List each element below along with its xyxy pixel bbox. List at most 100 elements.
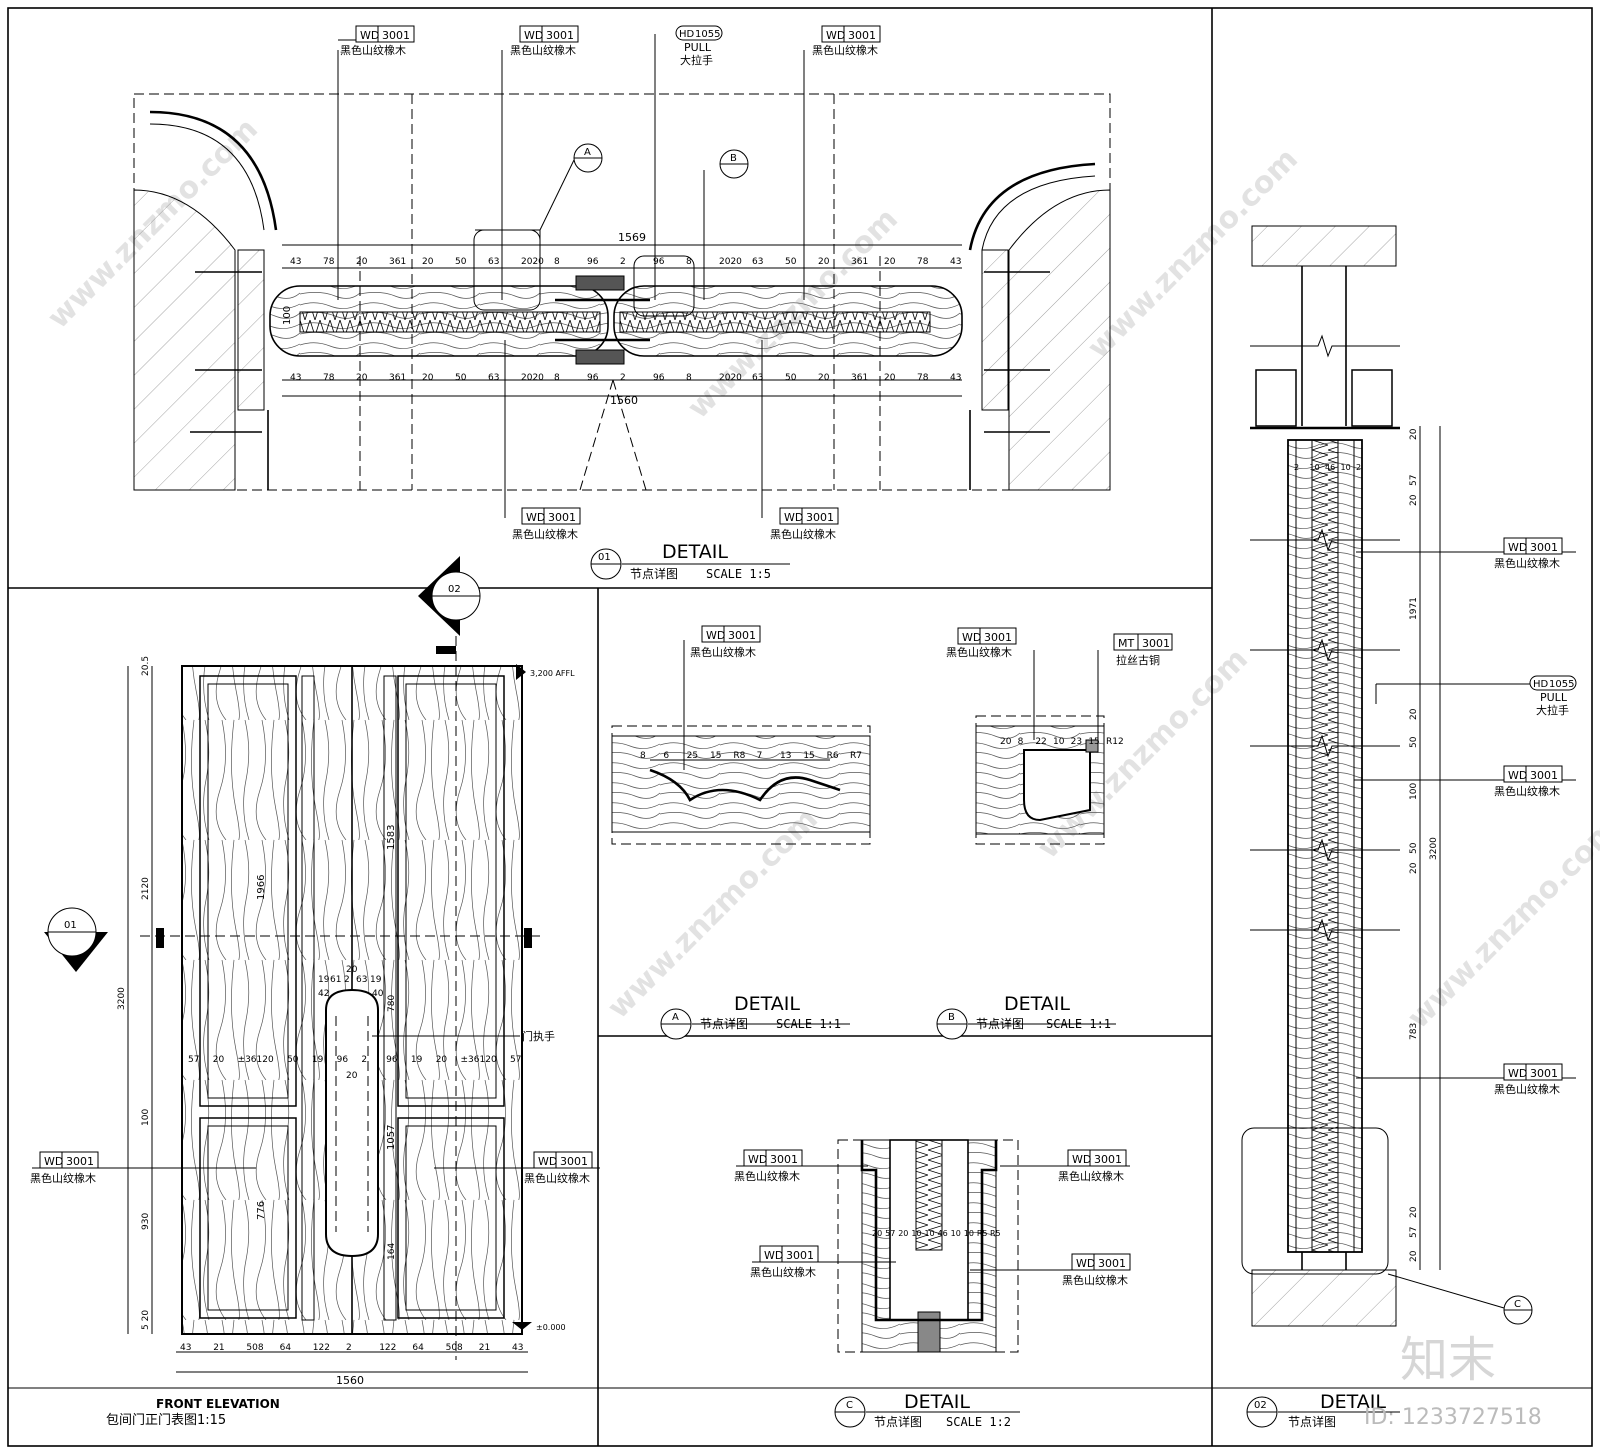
dim-label: 2020 — [521, 257, 544, 267]
dim-label: 43 — [290, 373, 301, 383]
dim-label: 21 — [479, 1343, 490, 1353]
svg-text:黑色山纹橡木: 黑色山纹橡木 — [750, 1265, 816, 1279]
dim-label: 1971 — [1409, 597, 1419, 620]
dim-label: R7 — [850, 751, 862, 761]
dim-label: 50 — [785, 257, 797, 267]
svg-text:WD: WD — [1508, 769, 1527, 782]
dim-label: 96 — [653, 257, 665, 267]
dim-label: 50 — [455, 257, 467, 267]
svg-text:DETAIL: DETAIL — [1004, 993, 1070, 1015]
material-code: 1055 — [695, 29, 720, 40]
callout-wd-top-3: WD 3001 黑色山纹橡木 — [803, 25, 881, 300]
svg-text:780: 780 — [387, 995, 397, 1012]
callout-mt-b: MT 3001 拉丝古铜 — [1097, 633, 1173, 740]
svg-text:1966: 1966 — [256, 875, 267, 900]
material-tag: WD — [526, 511, 545, 524]
dim-label: 20 — [356, 373, 368, 383]
callout-wd-bottom-1: WD 3001 黑色山纹橡木 — [504, 340, 581, 541]
svg-text:WD: WD — [1076, 1257, 1095, 1270]
dim-label: 10 — [1310, 463, 1320, 472]
svg-text:C: C — [1514, 1299, 1521, 1310]
dim-label: 20 — [884, 373, 896, 383]
callout-wd-bottom-2: WD 3001 黑色山纹橡木 — [761, 340, 839, 541]
svg-text:3001: 3001 — [984, 631, 1012, 644]
material-name: 黑色山纹橡木 — [510, 43, 576, 57]
dim-thickness: 100 — [282, 306, 293, 325]
dim-label: 46 — [938, 1229, 948, 1238]
svg-text:A: A — [672, 1012, 679, 1023]
dim-label: 96 — [653, 373, 665, 383]
svg-text:02: 02 — [1254, 1400, 1267, 1411]
dim-label: 10 — [911, 1229, 921, 1238]
dim-label: 20 — [346, 965, 358, 975]
dim-label: 361 — [851, 257, 868, 267]
callout-wd-elev-right: WD 3001 黑色山纹橡木 — [434, 1151, 600, 1185]
dim-label: 19 — [312, 1055, 324, 1065]
dim-label: 122 — [313, 1343, 330, 1353]
level-bottom: ±0.000 — [536, 1323, 566, 1332]
dim-label: 2 — [361, 1055, 367, 1065]
dim-label: 22 — [1035, 737, 1046, 747]
dim-label: 42 — [318, 989, 329, 999]
svg-text:黑色山纹橡木: 黑色山纹橡木 — [1494, 784, 1560, 798]
dim-label: 57 — [510, 1055, 521, 1065]
dim-label: R12 — [1106, 737, 1124, 747]
dim-label: 100 — [1409, 783, 1419, 800]
dim-label: 361 — [389, 373, 406, 383]
level-top: 3,200 AFFL — [530, 669, 575, 678]
callout-wd-c3: WD 3001 黑色山纹橡木 — [750, 1245, 896, 1279]
dim-label: R5 — [977, 1229, 988, 1238]
svg-text:776: 776 — [256, 1201, 267, 1220]
watermark-logo: 知末 ID: 1233727518 — [1364, 1332, 1542, 1430]
bubble-ref-a: A — [473, 143, 603, 311]
dim-label: 96 — [386, 1055, 398, 1065]
dim-label: 508 — [446, 1343, 463, 1353]
svg-text:3001: 3001 — [1098, 1257, 1126, 1270]
material-tag: HD — [679, 29, 695, 40]
dim-label: 20 — [1409, 1206, 1419, 1218]
svg-text:MT: MT — [1118, 637, 1134, 650]
svg-text:节点详图: 节点详图 — [874, 1414, 922, 1429]
dim-label: 78 — [323, 373, 335, 383]
dim-label: 8 — [686, 257, 692, 267]
dim-label: 20.5 — [141, 656, 151, 676]
svg-text:节点详图: 节点详图 — [700, 1016, 748, 1031]
svg-text:3001: 3001 — [770, 1153, 798, 1166]
dim-label: 20 — [422, 257, 434, 267]
svg-text:拉丝古铜: 拉丝古铜 — [1116, 653, 1160, 667]
dim-overall-bottom: 1560 — [610, 394, 638, 407]
material-name: 黑色山纹橡木 — [770, 527, 836, 541]
dim-label: 10 — [924, 1229, 934, 1238]
svg-text:B: B — [948, 1012, 955, 1023]
dim-label: 20 — [356, 257, 368, 267]
dim-label: 20 — [1409, 428, 1419, 440]
dim-label: 8 — [686, 373, 692, 383]
callout-hd-pull: HD 1055 PULL 大拉手 — [654, 25, 723, 300]
dim-label: 122 — [379, 1343, 396, 1353]
dim-label: 19 — [318, 975, 330, 985]
svg-text:3001: 3001 — [728, 629, 756, 642]
dim-label: 50 — [785, 373, 797, 383]
callout-wd-top-2: WD 3001 黑色山纹橡木 — [501, 25, 579, 300]
dim-label: 2 — [620, 373, 626, 383]
dim-label: 20 — [872, 1229, 882, 1238]
dim-label: 7 — [757, 751, 763, 761]
svg-text:3001: 3001 — [786, 1249, 814, 1262]
dim-label: 63 — [488, 373, 499, 383]
dim-label: 783 — [1409, 1023, 1419, 1040]
svg-text:WD: WD — [748, 1153, 767, 1166]
svg-text:黑色山纹橡木: 黑色山纹橡木 — [524, 1171, 590, 1185]
dim-label: 19 — [411, 1055, 423, 1065]
break-line — [1250, 838, 1400, 862]
svg-text:DETAIL: DETAIL — [734, 993, 800, 1015]
logo-text: 知末 — [1400, 1332, 1496, 1388]
